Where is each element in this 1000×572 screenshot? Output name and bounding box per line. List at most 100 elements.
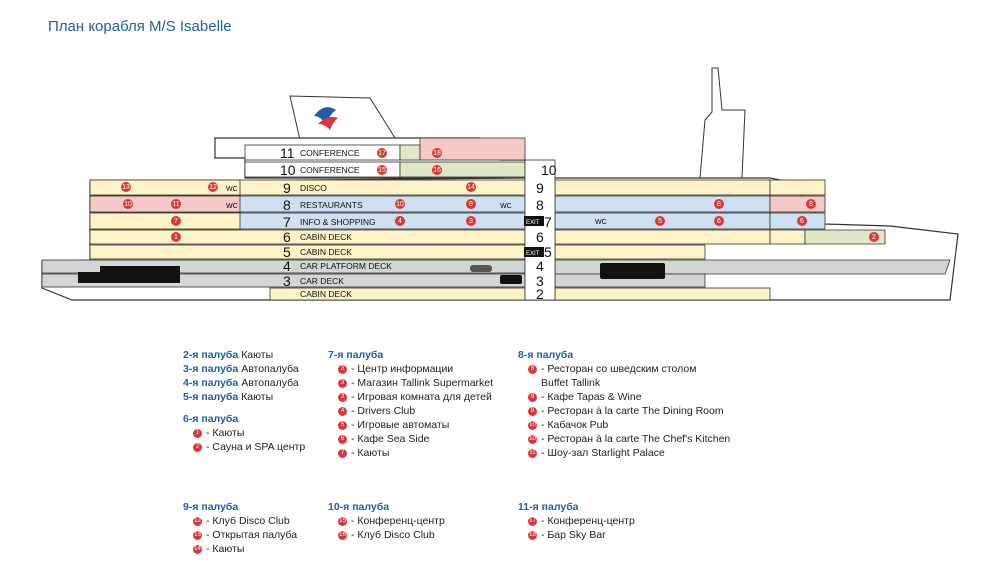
marker-1 xyxy=(171,232,181,242)
ship-funnel xyxy=(289,95,396,141)
marker-16 xyxy=(432,165,442,175)
legend-deck-10-title: 10-я палуба xyxy=(328,501,390,513)
legend-deck-7-title: 7-я палуба xyxy=(328,349,384,361)
deck-number: 7 xyxy=(283,214,291,230)
deck-11-label: CONFERENCE xyxy=(300,148,360,158)
svg-text:7: 7 xyxy=(174,218,178,225)
deck-number: 8 xyxy=(283,197,291,213)
svg-text:6: 6 xyxy=(717,218,721,225)
deck-number: 10 xyxy=(280,162,296,178)
legend-item: - Игровая комната для детей xyxy=(351,391,492,403)
marker-3 xyxy=(466,216,476,226)
legend-item: Buffet Tallink xyxy=(541,377,601,389)
legend-marker: 18 xyxy=(528,530,537,540)
legend-deck-3: 3-я палуба xyxy=(183,363,239,375)
deck-number: 2 xyxy=(536,286,544,302)
deck-number: 6 xyxy=(283,229,291,245)
legend-marker: 4 xyxy=(338,406,347,416)
svg-text:11: 11 xyxy=(172,201,179,208)
svg-text:10: 10 xyxy=(396,201,404,208)
legend-item: - Клуб Disco Club xyxy=(206,515,290,527)
marker-5 xyxy=(655,216,665,226)
marker-18 xyxy=(432,148,442,158)
legend-item: - Каюты xyxy=(206,427,245,439)
legend-marker: 9 xyxy=(528,392,537,402)
legend-marker: 10 xyxy=(528,420,537,430)
legend-item: - Каюты xyxy=(206,543,245,555)
wc-label: WC xyxy=(226,186,238,193)
deck-4-label: CAR PLATFORM DECK xyxy=(300,261,392,271)
car-icon xyxy=(470,265,492,272)
legend-marker: 6 xyxy=(338,434,347,444)
svg-text:3: 3 xyxy=(469,218,473,225)
deck-number: 8 xyxy=(536,197,544,213)
wc-label: WC xyxy=(595,219,607,226)
legend-item: - Кабачок Pub xyxy=(541,419,609,431)
deck-10-label: CONFERENCE xyxy=(300,165,360,175)
legend-item: - Игровые автоматы xyxy=(351,419,450,431)
legend-marker: 13 xyxy=(193,530,202,540)
legend-item: - Шоу-зал Starlight Palace xyxy=(541,447,665,459)
deck-2-label: CABIN DECK xyxy=(300,289,352,299)
exit-label: EXIT xyxy=(526,251,540,257)
legend-deck-5: 5-я палуба xyxy=(183,391,239,403)
marker-4 xyxy=(395,216,405,226)
marker-8b xyxy=(806,199,816,209)
marker-17 xyxy=(377,148,387,158)
legend-col-3: 8-я палуба 8- Ресторан со шведским столо… xyxy=(518,348,730,460)
deck-number: 7 xyxy=(544,214,552,230)
marker-14 xyxy=(466,182,476,192)
bus-icon xyxy=(600,263,665,279)
marker-2 xyxy=(869,232,879,242)
legend-deck-4: 4-я палуба xyxy=(183,377,239,389)
svg-text:6: 6 xyxy=(800,218,804,225)
legend-marker: 7 xyxy=(338,448,347,458)
legend-item: - Открытая палуба xyxy=(206,529,298,541)
marker-10 xyxy=(123,199,133,209)
location-markers: 17 18 15 16 13 12 14 10 11 10 9 8 8 7 4 … xyxy=(121,148,879,242)
svg-text:8: 8 xyxy=(809,201,813,208)
legend-col-4: 9-я палуба 12- Клуб Disco Club 13- Откры… xyxy=(183,500,297,556)
legend-marker: 11 xyxy=(528,448,537,458)
svg-text:16: 16 xyxy=(433,167,441,174)
legend-marker: 16 xyxy=(338,530,347,540)
legend-desc: Автопалуба xyxy=(241,377,299,389)
svg-text:2: 2 xyxy=(872,234,876,241)
marker-6 xyxy=(714,216,724,226)
funnel-logo-icon xyxy=(314,107,336,124)
legend-deck-8-title: 8-я палуба xyxy=(518,349,574,361)
legend-col-2: 7-я палуба 3- Центр информации 3- Магази… xyxy=(328,348,493,460)
legend-desc: Каюты xyxy=(241,349,274,361)
svg-text:1: 1 xyxy=(174,234,178,241)
svg-text:10: 10 xyxy=(124,201,132,208)
legend-marker: 10 xyxy=(528,434,537,444)
exit-label: EXIT xyxy=(526,220,540,226)
deck-number: 11 xyxy=(280,145,295,161)
legend-item: - Ресторан à la carte The Dining Room xyxy=(541,405,724,417)
legend-marker: 3 xyxy=(338,378,347,388)
deck-number: 5 xyxy=(544,244,552,260)
marker-9 xyxy=(466,199,476,209)
deck-number: 5 xyxy=(283,244,291,260)
ship-deck-plan: CONFERENCE CONFERENCE DISCO RESTAURANTS … xyxy=(41,67,959,302)
svg-text:5: 5 xyxy=(658,218,662,225)
deck-9-label: DISCO xyxy=(300,183,327,193)
marker-7 xyxy=(171,216,181,226)
svg-text:15: 15 xyxy=(378,167,386,174)
deck-7-label: INFO & SHOPPING xyxy=(300,217,376,227)
marker-15 xyxy=(377,165,387,175)
legend-item: - Ресторан à la carte The Chef's Kitchen xyxy=(541,433,731,445)
marker-6b xyxy=(797,216,807,226)
svg-text:13: 13 xyxy=(122,184,130,191)
legend-deck-6-title: 6-я палуба xyxy=(183,413,239,425)
marker-11 xyxy=(171,199,181,209)
wc-label: WC xyxy=(500,203,512,210)
deck-number: 3 xyxy=(283,273,291,289)
deck-number: 9 xyxy=(536,180,544,196)
legend-deck-11-title: 11-я палуба xyxy=(518,501,579,513)
car-icon-2 xyxy=(500,275,522,284)
truck-icon xyxy=(100,266,180,283)
legend-item: - Центр информации xyxy=(351,363,454,375)
page-title: План корабля M/S Isabelle xyxy=(48,18,232,35)
deck-number: 10 xyxy=(541,162,557,178)
